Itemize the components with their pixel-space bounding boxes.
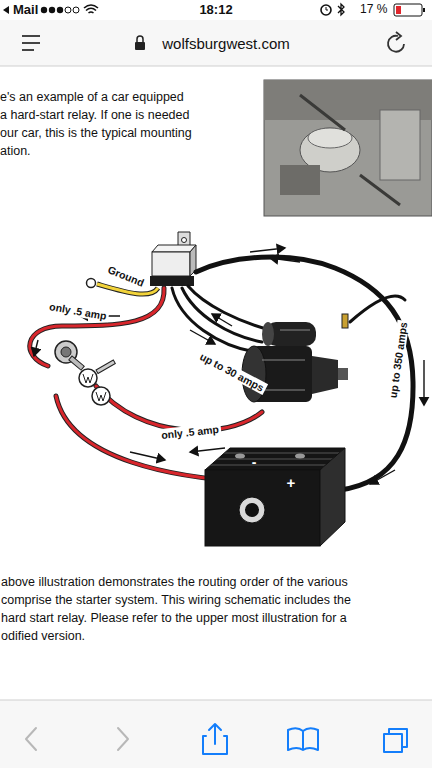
- body-text: ation.: [0, 144, 31, 158]
- body-text: hard start relay. Please refer to the up…: [1, 611, 347, 625]
- wire-label: up to 350 amps: [386, 319, 409, 400]
- terminal-sign: +: [287, 474, 296, 491]
- terminal-sign: -: [252, 454, 257, 470]
- body-text: above illustration demonstrates the rout…: [1, 575, 348, 589]
- body-text: comprise the starter system. This wiring…: [1, 593, 351, 607]
- body-text: odified version.: [1, 629, 85, 643]
- wire-label: only .5 amp: [47, 300, 110, 323]
- battery-percent: 17 %: [360, 3, 387, 17]
- body-text: our car, this is the typical mounting: [0, 126, 192, 140]
- body-text: a hard-start relay. If one is needed: [0, 108, 189, 122]
- status-time: 18:12: [199, 3, 232, 18]
- status-app: Mail: [13, 3, 38, 18]
- url-text: wolfsburgwest.com: [162, 35, 290, 52]
- body-text: e's an example of a car equipped: [0, 90, 184, 104]
